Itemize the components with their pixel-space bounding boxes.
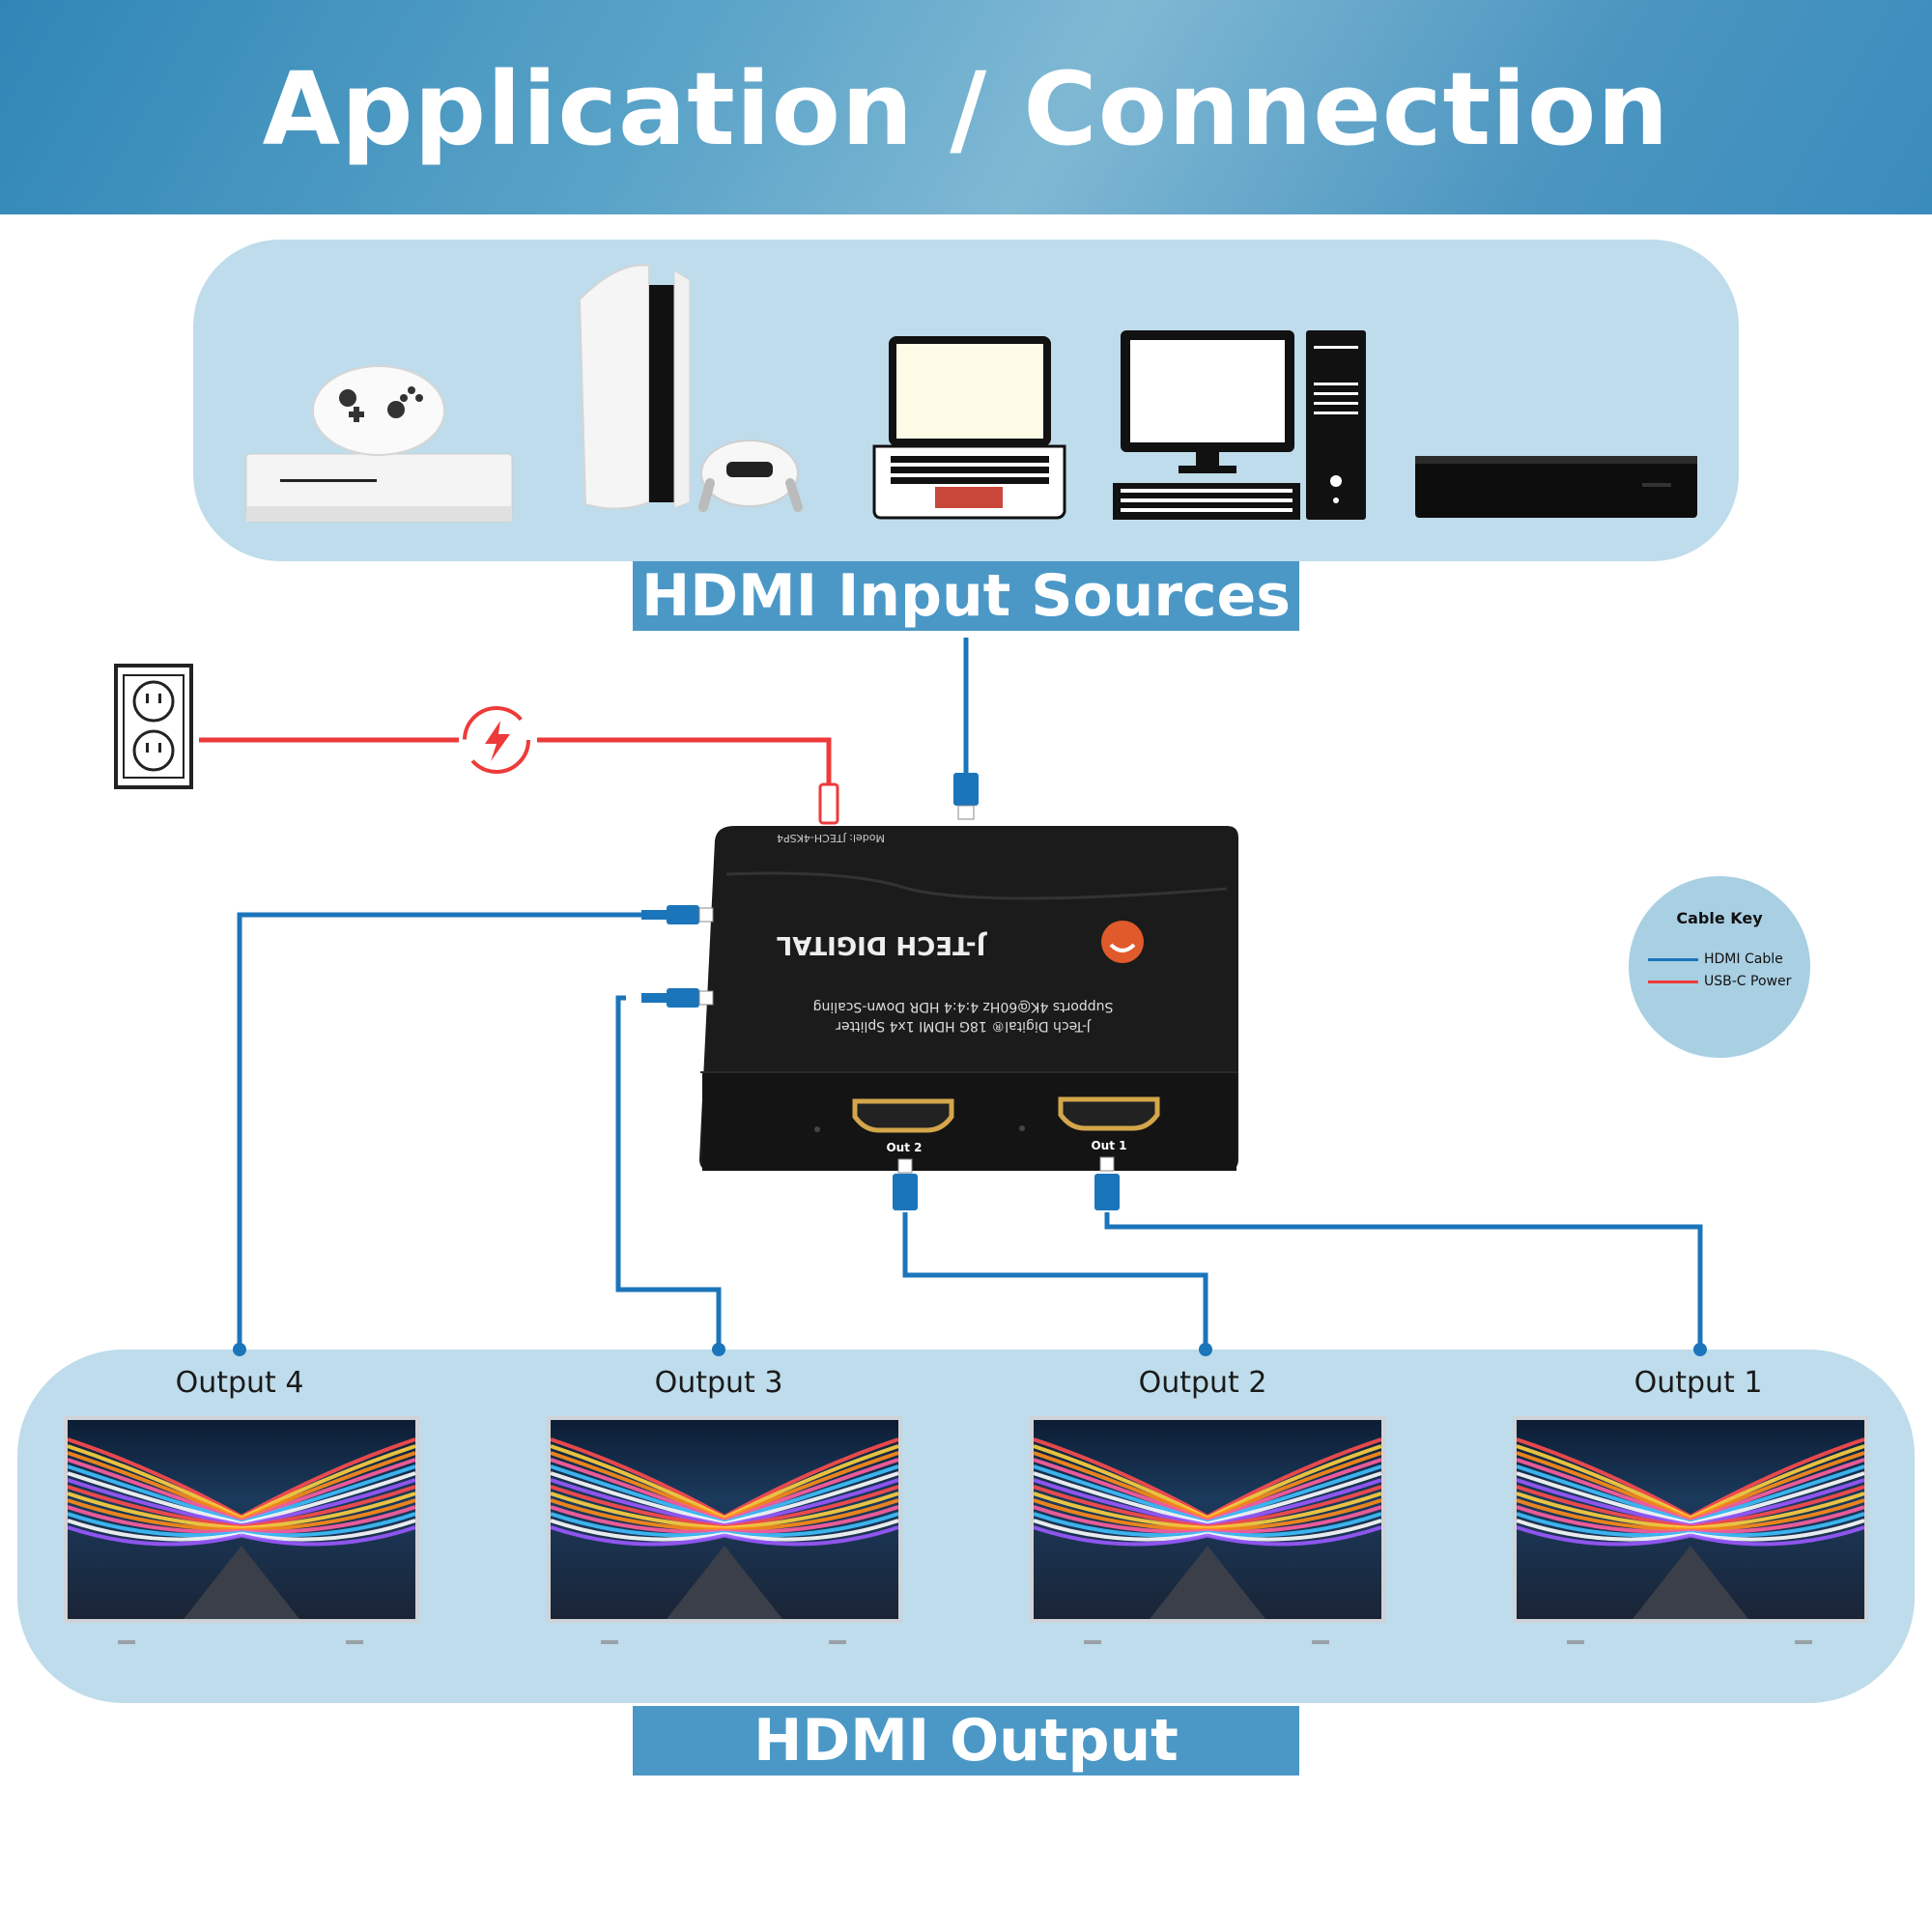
tv-foot bbox=[1567, 1625, 1584, 1644]
cable-key-legend: Cable Key HDMI Cable USB-C Power bbox=[1629, 876, 1810, 1058]
hdmi-cable-label: HDMI Cable bbox=[1704, 952, 1783, 967]
cable-end-dots bbox=[233, 1343, 1707, 1356]
port-out-2-label: Out 2 bbox=[886, 1141, 922, 1154]
output-2-label: Output 2 bbox=[1138, 1366, 1267, 1400]
xbox-console-icon bbox=[245, 365, 513, 523]
header-banner: Application / Connection bbox=[0, 0, 1932, 214]
tv-foot bbox=[118, 1625, 135, 1644]
output-1-label: Output 1 bbox=[1634, 1366, 1763, 1400]
tv-foot bbox=[1795, 1625, 1812, 1644]
tv-foot bbox=[829, 1625, 846, 1644]
tv-foot bbox=[601, 1625, 618, 1644]
power-cable-label: USB-C Power bbox=[1704, 974, 1792, 989]
splitter-line1-text: J-Tech Digital® 18G HDMI 1x4 Splitter bbox=[836, 1018, 1092, 1034]
cable-key-hdmi-row: HDMI Cable bbox=[1648, 952, 1783, 967]
tv-display-icon bbox=[1030, 1416, 1385, 1623]
splitter-model-text: Model: JTECH-4KSP4 bbox=[777, 832, 885, 844]
usb-c-power-cable bbox=[199, 737, 832, 784]
output-3-label: Output 3 bbox=[654, 1366, 783, 1400]
input-sources-label: HDMI Input Sources bbox=[633, 561, 1299, 631]
desktop-pc-icon bbox=[1113, 330, 1366, 520]
hdmi-connectors bbox=[641, 905, 1120, 1210]
tv-foot bbox=[346, 1625, 363, 1644]
tv-display-icon bbox=[547, 1416, 902, 1623]
playstation-console-icon bbox=[578, 264, 803, 512]
usb-c-connector bbox=[818, 782, 839, 825]
hdmi-cable-swatch bbox=[1648, 957, 1698, 961]
power-icon bbox=[463, 706, 530, 774]
port-out-1-label: Out 1 bbox=[1091, 1139, 1126, 1152]
hdmi-input-cable bbox=[953, 638, 979, 820]
tv-display-icon bbox=[1513, 1416, 1868, 1623]
power-cable-swatch bbox=[1648, 980, 1698, 983]
tv-display-icon bbox=[64, 1416, 419, 1623]
splitter-brand-text: J-TECH DIGITAL bbox=[777, 930, 988, 959]
tv-foot bbox=[1312, 1625, 1329, 1644]
blu-ray-player-icon bbox=[1415, 456, 1697, 518]
hdmi-splitter-device bbox=[699, 826, 1238, 1171]
splitter-line2-text: Supports 4K@60Hz 4:4:4 HDR Down-Scaling bbox=[813, 999, 1114, 1014]
laptop-icon bbox=[872, 336, 1066, 520]
output-displays-label: HDMI Output Displays bbox=[633, 1706, 1299, 1844]
output-4-label: Output 4 bbox=[175, 1366, 304, 1400]
page-title: Application / Connection bbox=[262, 50, 1670, 168]
wall-outlet-icon bbox=[114, 664, 193, 789]
cable-key-power-row: USB-C Power bbox=[1648, 974, 1791, 989]
cable-key-title: Cable Key bbox=[1676, 909, 1763, 927]
tv-foot bbox=[1084, 1625, 1101, 1644]
hdmi-output-cables bbox=[237, 912, 1703, 1350]
